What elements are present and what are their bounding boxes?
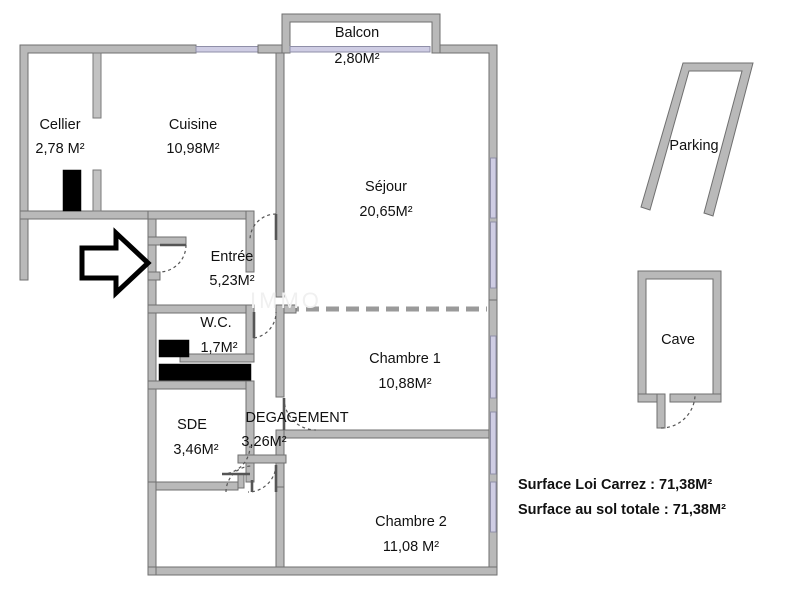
room-label-balcon: Balcon 2,80M² (334, 25, 379, 67)
room-name-chambre-2: Chambre 2 (375, 514, 447, 530)
window-sejour-right-2 (490, 221, 497, 289)
wall-top-left-b (257, 44, 283, 54)
room-name-balcon: Balcon (335, 25, 379, 41)
wall-sde-top (147, 380, 255, 390)
wall-cellier-bottom (19, 210, 157, 220)
window-sejour-right-1 (490, 157, 497, 219)
wall-parking (640, 62, 754, 217)
room-name-sde: SDE (177, 417, 207, 433)
room-area-chambre-1: 10,88M² (378, 376, 431, 392)
room-area-entree: 5,23M² (209, 273, 254, 289)
room-name-entree: Entrée (211, 249, 254, 265)
wall-corridor-lower (275, 486, 285, 568)
wall-wc-top (147, 304, 255, 314)
wall-bottom (154, 566, 498, 576)
door-swing-cave (660, 395, 696, 429)
room-area-sejour: 20,65M² (359, 204, 412, 220)
room-label-chambre-1: Chambre 1 10,88M² (369, 351, 441, 392)
annex-name-cave: Cave (661, 332, 695, 348)
wall-sde-bottom (147, 481, 239, 491)
wall-degagement-stub-a (237, 454, 287, 464)
wall-top-left (19, 44, 197, 281)
room-area-sde: 3,46M² (173, 442, 218, 458)
wall-entree-left-bottom (147, 271, 161, 281)
apartment-walls (19, 13, 498, 576)
door-swing-entree (159, 244, 187, 273)
room-name-cellier: Cellier (39, 117, 80, 133)
wall-left-lower (147, 214, 157, 491)
room-area-degagement: 3,26M² (241, 434, 286, 450)
wall-balcon (281, 13, 441, 54)
room-label-cuisine: Cuisine 10,98M² (166, 117, 219, 157)
room-label-chambre-2: Chambre 2 11,08 M² (375, 514, 447, 555)
room-name-wc: W.C. (200, 315, 231, 331)
wall-cellier-partition-bottom (92, 169, 102, 212)
window-chambre2-right-2 (490, 481, 497, 533)
door-swing-wc (253, 311, 277, 339)
fixture-wc-bowl (158, 339, 190, 358)
wall-degagement-stub-b (237, 473, 245, 489)
wall-top-right (439, 44, 498, 301)
room-name-degagement: DEGAGEMENT (245, 410, 348, 426)
room-area-cuisine: 10,98M² (166, 141, 219, 157)
room-name-cuisine: Cuisine (169, 117, 217, 133)
wall-cuisine-bottom (147, 210, 255, 220)
room-area-cellier: 2,78 M² (35, 141, 84, 157)
surface-au-sol-totale: Surface au sol totale : 71,38M² (518, 502, 726, 518)
wall-cellier-partition-top (92, 52, 102, 119)
window-chambre1-right (490, 335, 497, 399)
room-labels: Balcon 2,80M² Cellier 2,78 M² Cuisine 10… (35, 25, 446, 555)
wall-entree-top-right (245, 210, 255, 273)
door-swing-cuisine (249, 213, 277, 241)
room-label-sde: SDE 3,46M² (173, 417, 218, 458)
fixture-sde-bath (158, 363, 252, 382)
wall-sde-right (245, 380, 255, 483)
room-name-chambre-1: Chambre 1 (369, 351, 441, 367)
wall-chambre1-top-corner (283, 304, 297, 314)
wall-sejour-left (275, 52, 285, 298)
room-name-sejour: Séjour (365, 179, 407, 195)
room-label-entree: Entrée 5,23M² (209, 249, 254, 289)
wall-wc-bottom (179, 353, 255, 363)
entrance-arrow (79, 227, 152, 299)
room-label-wc: W.C. 1,7M² (200, 315, 237, 356)
surface-summary: Surface Loi Carrez : 71,38M² Surface au … (518, 477, 726, 518)
room-label-sejour: Séjour 20,65M² (359, 179, 412, 220)
right-arrow-icon (79, 227, 152, 299)
door-swing-degagement (225, 465, 253, 493)
wall-degagement-right-top (275, 304, 285, 398)
room-area-balcon: 2,80M² (334, 51, 379, 67)
window-cuisine-top (195, 46, 259, 53)
annex-cave: Cave (637, 270, 722, 429)
window-chambre2-right (490, 411, 497, 475)
wall-between-chambres (283, 429, 490, 439)
room-area-wc: 1,7M² (200, 340, 237, 356)
fixture-cellier (62, 169, 82, 212)
wall-cave-bottom-left (637, 393, 658, 403)
room-area-chambre-2: 11,08 M² (383, 539, 439, 555)
wall-cave-door-jamb (656, 393, 666, 429)
room-label-cellier: Cellier 2,78 M² (35, 117, 84, 157)
doors (159, 213, 317, 493)
annex-parking: Parking (640, 62, 754, 217)
room-label-degagement: DEGAGEMENT 3,26M² (241, 410, 348, 450)
window-sejour-top (289, 46, 431, 53)
wall-cave-bottom-right (669, 393, 722, 403)
surface-loi-carrez: Surface Loi Carrez : 71,38M² (518, 477, 712, 493)
annex-name-parking: Parking (669, 138, 718, 154)
wall-corridor-left-low2 (147, 481, 157, 568)
door-swing-chambre1 (283, 397, 317, 431)
